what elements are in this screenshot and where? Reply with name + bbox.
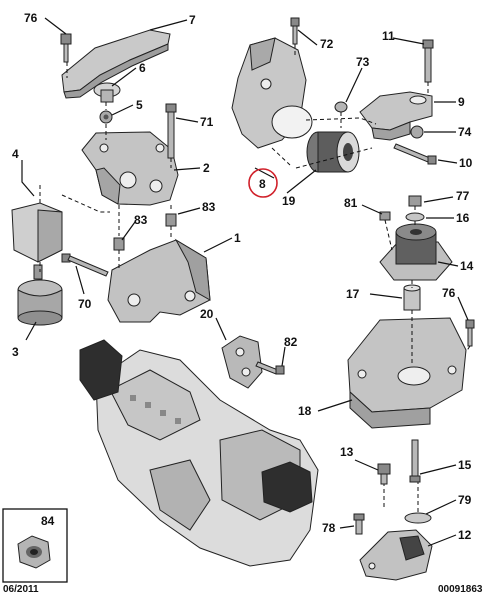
callout-4: 4 bbox=[12, 147, 19, 161]
diagram-reference: 00091863 bbox=[438, 584, 483, 595]
part-2-engine-bracket bbox=[81, 131, 179, 206]
callout-17: 17 bbox=[346, 287, 360, 301]
part-12-lower-mount bbox=[359, 529, 433, 581]
callout-73: 73 bbox=[356, 55, 370, 69]
part-6-rubber-stop bbox=[93, 82, 121, 103]
part-20-small-bracket bbox=[221, 335, 263, 389]
gearbox-mount-black bbox=[261, 461, 313, 513]
part-1-lower-bracket bbox=[107, 238, 211, 323]
callout-83-left: 83 bbox=[134, 213, 148, 227]
callout-71: 71 bbox=[200, 115, 214, 129]
part-10-bolt bbox=[393, 143, 437, 165]
callout-77: 77 bbox=[456, 189, 470, 203]
part-14-top-mount bbox=[379, 223, 453, 281]
part-76-bolt-top bbox=[60, 33, 72, 63]
part-70-bolt bbox=[61, 253, 109, 277]
part-77-nut bbox=[408, 195, 422, 207]
callout-1: 1 bbox=[234, 231, 241, 245]
callout-18: 18 bbox=[298, 404, 312, 418]
callout-15: 15 bbox=[458, 458, 472, 472]
part-74-nut bbox=[410, 125, 424, 139]
part-19-bushing bbox=[306, 131, 360, 173]
callout-81: 81 bbox=[344, 196, 358, 210]
callout-79: 79 bbox=[458, 493, 472, 507]
callout-13: 13 bbox=[340, 445, 354, 459]
callout-74: 74 bbox=[458, 125, 472, 139]
engine-side-mount-black bbox=[79, 339, 123, 401]
assembly-lines-middle-right bbox=[383, 206, 471, 512]
leader-lines bbox=[21, 17, 469, 547]
part-72-bolt bbox=[290, 17, 300, 45]
part-82-bolt bbox=[255, 361, 285, 375]
callout-10: 10 bbox=[459, 156, 473, 170]
part-13-bolt bbox=[377, 463, 391, 485]
callout-9: 9 bbox=[458, 95, 465, 109]
assembly-lines-left bbox=[39, 62, 172, 272]
callout-7: 7 bbox=[189, 13, 196, 27]
part-16-washer bbox=[405, 212, 425, 222]
callout-6: 6 bbox=[139, 61, 146, 75]
part-83-stud-right bbox=[165, 213, 177, 227]
callout-82: 82 bbox=[284, 335, 298, 349]
part-8-highlight-circle bbox=[248, 168, 278, 198]
part-8-gearbox-bracket bbox=[231, 37, 313, 149]
callout-16: 16 bbox=[456, 211, 470, 225]
callout-2: 2 bbox=[203, 161, 210, 175]
callout-12: 12 bbox=[458, 528, 472, 542]
part-7-upper-bracket bbox=[61, 29, 171, 99]
inset-box: 84 bbox=[2, 508, 68, 583]
callout-11: 11 bbox=[382, 29, 395, 43]
part-18-frame-bracket bbox=[347, 317, 467, 429]
part-5-nut bbox=[99, 110, 113, 124]
part-3-hydraulic-mount bbox=[17, 264, 63, 326]
part-9-support-bracket bbox=[359, 91, 433, 141]
inset-part-number: 84 bbox=[41, 514, 55, 528]
engine-assembly bbox=[79, 339, 319, 567]
part-4-cover-plate bbox=[11, 202, 63, 263]
engine-cylinder-head-detail bbox=[130, 395, 181, 424]
callout-70: 70 bbox=[78, 297, 92, 311]
callout-14: 14 bbox=[460, 259, 474, 273]
part-76-bolt-right bbox=[465, 319, 475, 347]
callout-76-right: 76 bbox=[442, 286, 456, 300]
callout-76-top: 76 bbox=[24, 11, 38, 25]
callout-3: 3 bbox=[12, 345, 19, 359]
callout-8: 8 bbox=[259, 177, 266, 191]
date-code: 06/2011 bbox=[3, 584, 39, 595]
part-71-long-bolt bbox=[165, 103, 177, 159]
assembly-lines-top-right bbox=[271, 44, 429, 169]
callout-5: 5 bbox=[136, 98, 143, 112]
callout-20: 20 bbox=[200, 307, 214, 321]
part-79-washer bbox=[404, 512, 432, 524]
part-17-spacer bbox=[403, 284, 421, 311]
callout-72: 72 bbox=[320, 37, 334, 51]
callout-83-right: 83 bbox=[202, 200, 216, 214]
part-15-stud bbox=[409, 439, 421, 483]
part-84-nut-icon bbox=[17, 535, 51, 569]
callout-19: 19 bbox=[282, 194, 296, 208]
part-11-bolt bbox=[422, 39, 434, 83]
part-78-screw bbox=[353, 513, 365, 535]
part-73-washer bbox=[334, 101, 348, 113]
callout-78: 78 bbox=[322, 521, 336, 535]
callout-labels: 76 7 6 5 71 4 2 83 83 1 70 3 72 73 8 19 … bbox=[12, 11, 474, 542]
